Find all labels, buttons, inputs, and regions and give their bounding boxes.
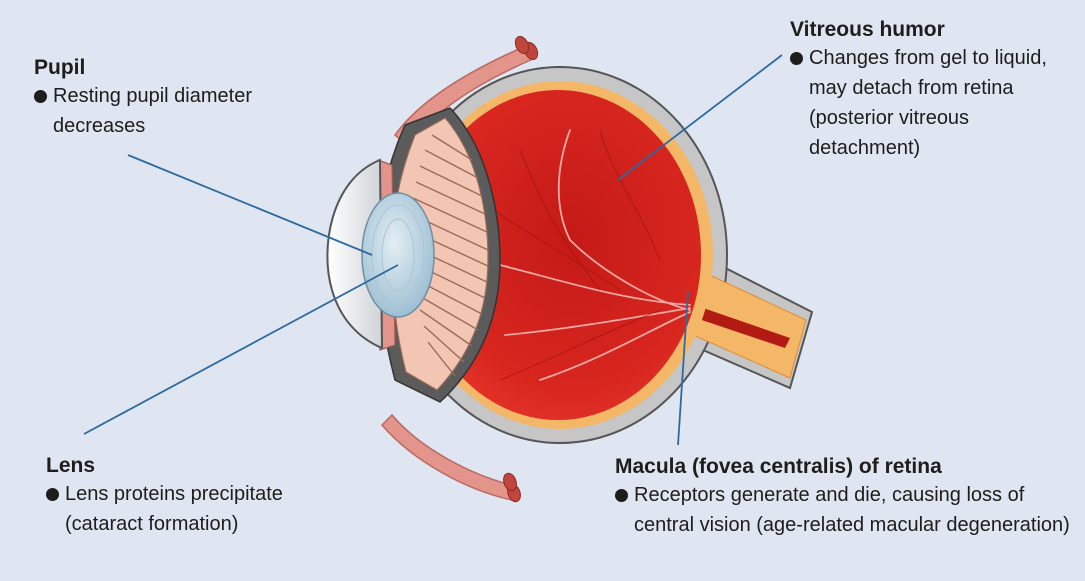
macula-title: Macula (fovea centralis) of retina (615, 454, 1075, 480)
vitreous-bullet-item: Changes from gel to liquid, may detach f… (790, 43, 1080, 163)
lens-bullet-item: Lens proteins precipitate (cataract form… (46, 479, 356, 539)
macula-text: Receptors generate and die, causing loss… (634, 480, 1075, 540)
bullet-icon (34, 90, 47, 103)
bullet-icon (46, 488, 59, 501)
lens (362, 193, 434, 317)
vitreous-label: Vitreous humor Changes from gel to liqui… (790, 17, 1080, 163)
macula-bullet-item: Receptors generate and die, causing loss… (615, 480, 1075, 540)
pupil-label: Pupil Resting pupil diameter decreases (34, 55, 324, 141)
vitreous-text: Changes from gel to liquid, may detach f… (809, 43, 1080, 163)
lens-text: Lens proteins precipitate (cataract form… (65, 479, 356, 539)
macula-label: Macula (fovea centralis) of retina Recep… (615, 454, 1075, 540)
lens-label: Lens Lens proteins precipitate (cataract… (46, 453, 356, 539)
pupil-title: Pupil (34, 55, 324, 81)
bullet-icon (615, 489, 628, 502)
pupil-leader (128, 155, 372, 255)
bullet-icon (790, 52, 803, 65)
vitreous-title: Vitreous humor (790, 17, 1080, 43)
lens-leader (84, 265, 398, 434)
lens-title: Lens (46, 453, 356, 479)
pupil-bullet-item: Resting pupil diameter decreases (34, 81, 324, 141)
pupil-text: Resting pupil diameter decreases (53, 81, 324, 141)
